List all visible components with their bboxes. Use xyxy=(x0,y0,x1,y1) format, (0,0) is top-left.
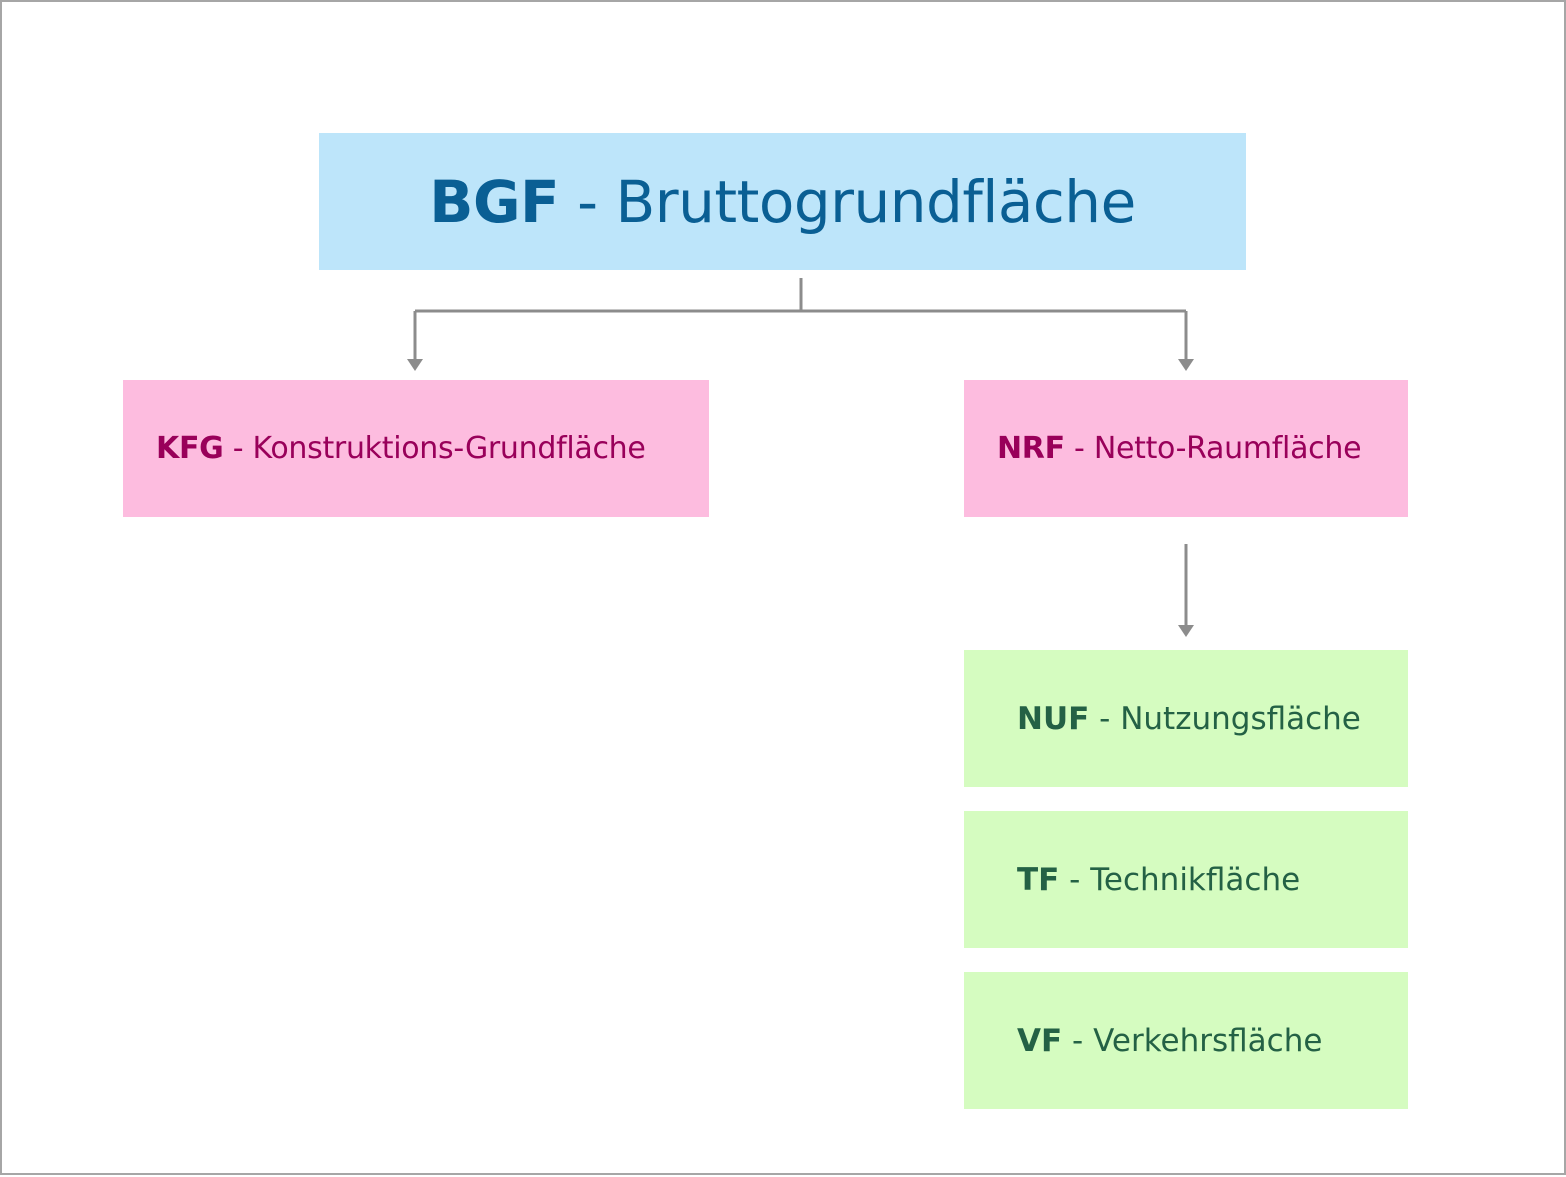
arrowhead-nuf xyxy=(1178,625,1194,637)
node-nuf: NUF - Nutzungsfläche xyxy=(964,650,1408,787)
node-vf-separator: - xyxy=(1062,1022,1094,1059)
node-kfg: KFG - Konstruktions-Grundfläche xyxy=(123,380,709,517)
node-bgf-label: Bruttogrundfläche xyxy=(615,167,1136,236)
node-nuf-abbr: NUF xyxy=(1017,700,1090,737)
node-tf-separator: - xyxy=(1059,861,1091,898)
node-kfg-abbr: KFG xyxy=(156,431,224,466)
node-bgf: BGF - Bruttogrundfläche xyxy=(319,133,1246,270)
node-nuf-label: Nutzungsfläche xyxy=(1120,700,1361,737)
node-nrf-label: Netto-Raumfläche xyxy=(1093,431,1362,466)
node-nuf-separator: - xyxy=(1089,700,1121,737)
node-vf-label: Verkehrsfläche xyxy=(1093,1022,1323,1059)
node-bgf-separator: - xyxy=(559,167,616,236)
arrowhead-kfg xyxy=(407,359,423,371)
node-vf-abbr: VF xyxy=(1017,1022,1063,1059)
node-tf-label: Technikfläche xyxy=(1090,861,1301,898)
node-nrf-separator: - xyxy=(1064,431,1094,466)
node-nrf-abbr: NRF xyxy=(997,431,1065,466)
node-bgf-abbr: BGF xyxy=(429,167,560,236)
node-nrf: NRF - Netto-Raumfläche xyxy=(964,380,1408,517)
node-vf: VF - Verkehrsfläche xyxy=(964,972,1408,1109)
arrowhead-nrf xyxy=(1178,359,1194,371)
node-tf: TF - Technikfläche xyxy=(964,811,1408,948)
node-kfg-separator: - xyxy=(223,431,253,466)
node-kfg-label: Konstruktions-Grundfläche xyxy=(252,431,646,466)
node-tf-abbr: TF xyxy=(1017,861,1060,898)
